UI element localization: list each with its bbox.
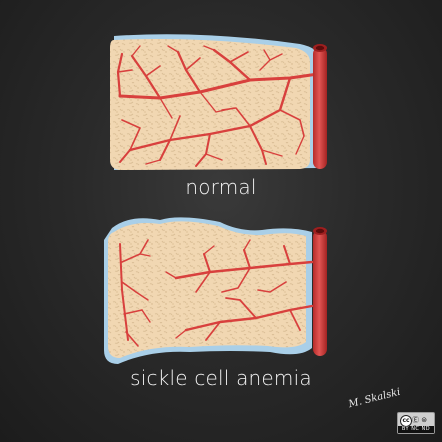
- cc-logo-icon: cc: [400, 415, 412, 427]
- sickle-cell-label: sickle cell anemia: [130, 366, 312, 390]
- normal-feeding-artery: [313, 44, 327, 169]
- normal-bone: [110, 34, 320, 171]
- sickle-vessel-tree: [119, 239, 314, 347]
- creative-commons-badge[interactable]: cc Ⓔ ⊜ ⊝ BY NC ND: [397, 412, 435, 434]
- normal-vessel-tree: [116, 45, 320, 167]
- sickle-feeding-artery: [313, 227, 327, 356]
- sickle-bone: [104, 217, 314, 364]
- normal-label: normal: [185, 175, 257, 199]
- license-terms: BY NC ND: [398, 426, 434, 433]
- sickle-marrow: [108, 221, 306, 358]
